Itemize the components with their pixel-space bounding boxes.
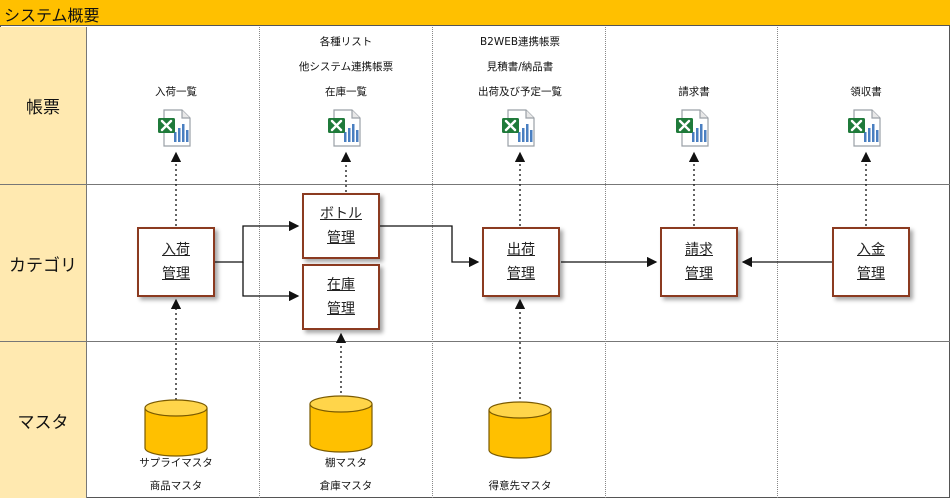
master-label: 棚マスタ [325, 457, 367, 469]
report-label: 見積書/納品書 [486, 61, 554, 73]
report-label: 各種リスト [319, 36, 373, 48]
database-cylinder-icon [144, 399, 208, 457]
billing-management-box[interactable]: 請求 管理 [660, 227, 738, 297]
report-label: B2WEB連携帳票 [479, 36, 561, 48]
report-label: 他システム連携帳票 [298, 61, 394, 73]
stock-management-box[interactable]: 在庫 管理 [302, 264, 380, 330]
report-label: 出荷及び予定一覧 [478, 86, 562, 98]
box-label-line1: 入金 [857, 242, 885, 258]
row-divider [0, 184, 950, 185]
master-label: 得意先マスタ [488, 480, 552, 492]
report-label: 請求書 [678, 86, 710, 98]
master-label: 商品マスタ [149, 480, 203, 492]
box-label-line1: ボトル [320, 206, 362, 222]
box-label-line1: 出荷 [507, 242, 535, 258]
box-label-line2: 管理 [507, 266, 535, 282]
box-label-line1: 入荷 [162, 242, 190, 258]
column-divider [259, 27, 260, 498]
box-label-line2: 管理 [857, 266, 885, 282]
payment-management-box[interactable]: 入金 管理 [832, 227, 910, 297]
diagram-title: システム概要 [4, 6, 100, 25]
box-label-line1: 請求 [685, 242, 713, 258]
report-label: 領収書 [850, 86, 882, 98]
column-divider [432, 27, 433, 498]
box-label-line2: 管理 [327, 301, 355, 317]
row-label-master: マスタ [17, 412, 69, 433]
row-header-reports: 帳票 [0, 27, 87, 184]
database-cylinder-icon [309, 395, 373, 453]
master-label: 倉庫マスタ [319, 480, 373, 492]
master-label: サプライマスタ [139, 457, 213, 469]
box-label-line2: 管理 [685, 266, 713, 282]
row-header-master: マスタ [0, 342, 87, 498]
row-header-category: カテゴリ [0, 185, 87, 341]
report-label: 入荷一覧 [155, 86, 197, 98]
box-label-line2: 管理 [327, 230, 355, 246]
shipping-management-box[interactable]: 出荷 管理 [482, 227, 560, 297]
row-label-category: カテゴリ [9, 255, 77, 276]
box-label-line1: 在庫 [327, 277, 355, 293]
database-cylinder-icon [488, 401, 552, 459]
title-bar: システム概要 [0, 0, 950, 26]
row-label-reports: 帳票 [26, 98, 60, 118]
box-label-line2: 管理 [162, 266, 190, 282]
row-divider [0, 341, 950, 342]
receiving-management-box[interactable]: 入荷 管理 [137, 227, 215, 297]
bottle-management-box[interactable]: ボトル 管理 [302, 193, 380, 259]
report-label: 在庫一覧 [325, 86, 367, 98]
